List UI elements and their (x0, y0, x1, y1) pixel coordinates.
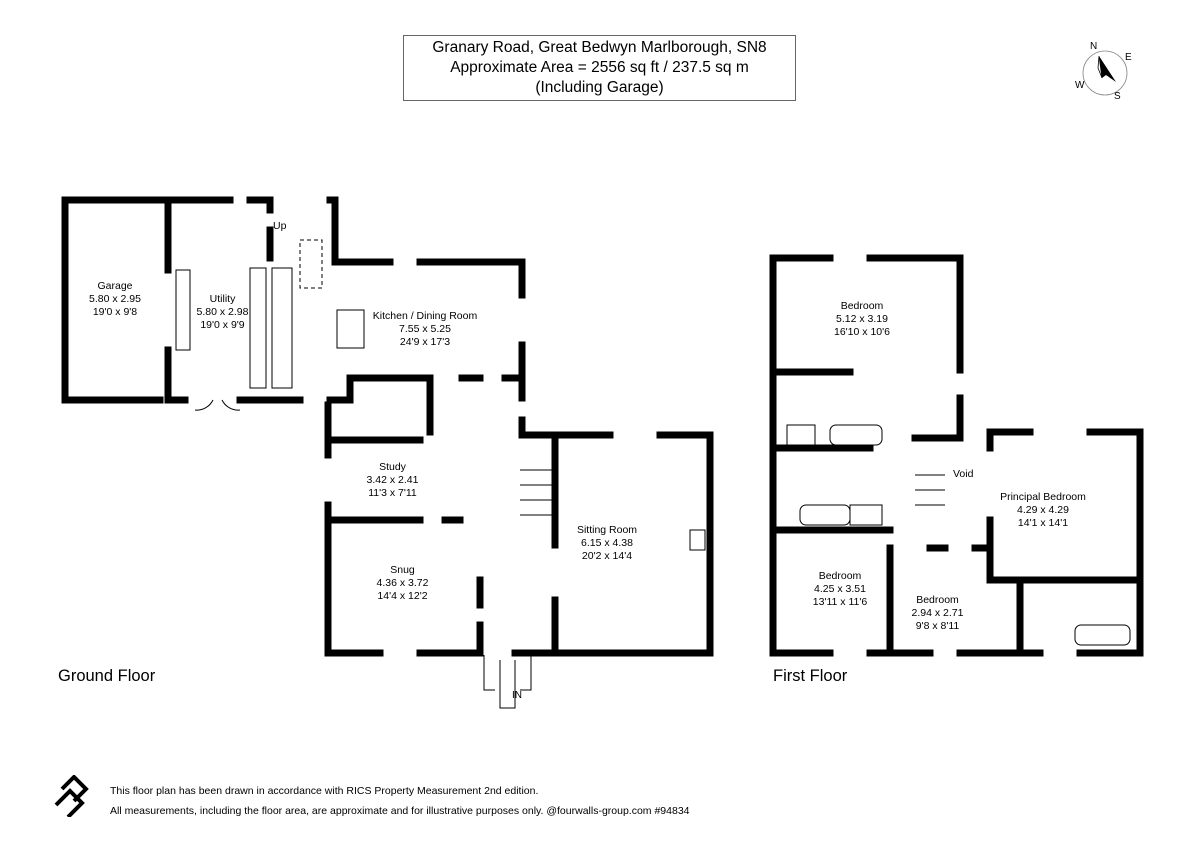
room-imperial: 14'4 x 12'2 (377, 590, 428, 602)
room-imperial: 9'8 x 8'11 (915, 620, 960, 632)
room-imperial: 13'11 x 11'6 (812, 596, 868, 608)
room-name: Study (379, 461, 406, 473)
void-label: Void (953, 468, 974, 480)
room-principal-bedroom: Principal Bedroom 4.29 x 4.29 14'1 x 14'… (978, 491, 1108, 530)
room-study: Study 3.42 x 2.41 11'3 x 7'11 (350, 461, 435, 500)
room-metric: 4.29 x 4.29 (1017, 504, 1069, 516)
room-metric: 6.15 x 4.38 (581, 537, 633, 549)
fourwalls-logo-icon (52, 774, 90, 819)
room-metric: 4.36 x 3.72 (376, 577, 429, 589)
room-name: Utility (209, 293, 236, 305)
room-name: Snug (390, 564, 415, 576)
room-garage: Garage 5.80 x 2.95 19'0 x 9'8 (75, 280, 155, 319)
room-imperial: 24'9 x 17'3 (399, 336, 451, 348)
compass-n: N (1090, 41, 1098, 52)
room-imperial: 11'3 x 7'11 (368, 487, 417, 499)
room-name: Principal Bedroom (1000, 491, 1086, 503)
room-metric: 4.25 x 3.51 (814, 583, 866, 595)
area-summary: Approximate Area = 2556 sq ft / 237.5 sq… (450, 59, 749, 76)
room-metric: 5.80 x 2.98 (196, 306, 249, 318)
room-snug: Snug 4.36 x 3.72 14'4 x 12'2 (360, 564, 445, 603)
compass-s: S (1114, 91, 1121, 102)
compass: N E W S (1072, 41, 1138, 104)
title-box: Granary Road, Great Bedwyn Marlborough, … (403, 35, 796, 101)
ground-floor-label: Ground Floor (58, 667, 156, 685)
area-note: (Including Garage) (535, 79, 664, 96)
room-name: Bedroom (818, 570, 862, 582)
room-bedroom-1: Bedroom 5.12 x 3.19 16'10 x 10'6 (812, 300, 912, 339)
room-imperial: 16'10 x 10'6 (834, 326, 890, 338)
address: Granary Road, Great Bedwyn Marlborough, … (432, 39, 767, 56)
room-metric: 5.12 x 3.19 (836, 313, 888, 325)
room-bedroom-2: Bedroom 4.25 x 3.51 13'11 x 11'6 (795, 570, 885, 609)
first-floor-label: First Floor (773, 667, 848, 685)
room-name: Bedroom (840, 300, 884, 312)
compass-arrow-icon (1082, 50, 1128, 96)
room-metric: 3.42 x 2.41 (366, 474, 419, 486)
room-name: Garage (97, 280, 133, 292)
room-imperial: 19'0 x 9'8 (92, 306, 138, 318)
room-kitchen-dining: Kitchen / Dining Room 7.55 x 5.25 24'9 x… (360, 310, 490, 349)
compass-e: E (1125, 52, 1132, 63)
room-imperial: 20'2 x 14'4 (581, 550, 633, 562)
stairs-up-label: Up (273, 220, 287, 232)
room-bedroom-3: Bedroom 2.94 x 2.71 9'8 x 8'11 (895, 594, 980, 633)
room-sitting: Sitting Room 6.15 x 4.38 20'2 x 14'4 (557, 524, 657, 563)
entrance-label: IN (512, 690, 522, 701)
room-metric: 5.80 x 2.95 (89, 293, 141, 305)
room-metric: 7.55 x 5.25 (399, 323, 451, 335)
room-imperial: 19'0 x 9'9 (200, 319, 245, 331)
footer-disclaimer: This floor plan has been drawn in accord… (110, 781, 690, 821)
room-metric: 2.94 x 2.71 (911, 607, 964, 619)
room-name: Sitting Room (576, 524, 638, 536)
room-utility: Utility 5.80 x 2.98 19'0 x 9'9 (185, 293, 260, 332)
footer-line-2: All measurements, including the floor ar… (110, 805, 690, 817)
footer-line-1: This floor plan has been drawn in accord… (110, 785, 539, 797)
compass-w: W (1075, 80, 1085, 91)
room-name: Bedroom (916, 594, 959, 606)
room-name: Kitchen / Dining Room (372, 310, 478, 322)
room-imperial: 14'1 x 14'1 (1017, 517, 1069, 529)
